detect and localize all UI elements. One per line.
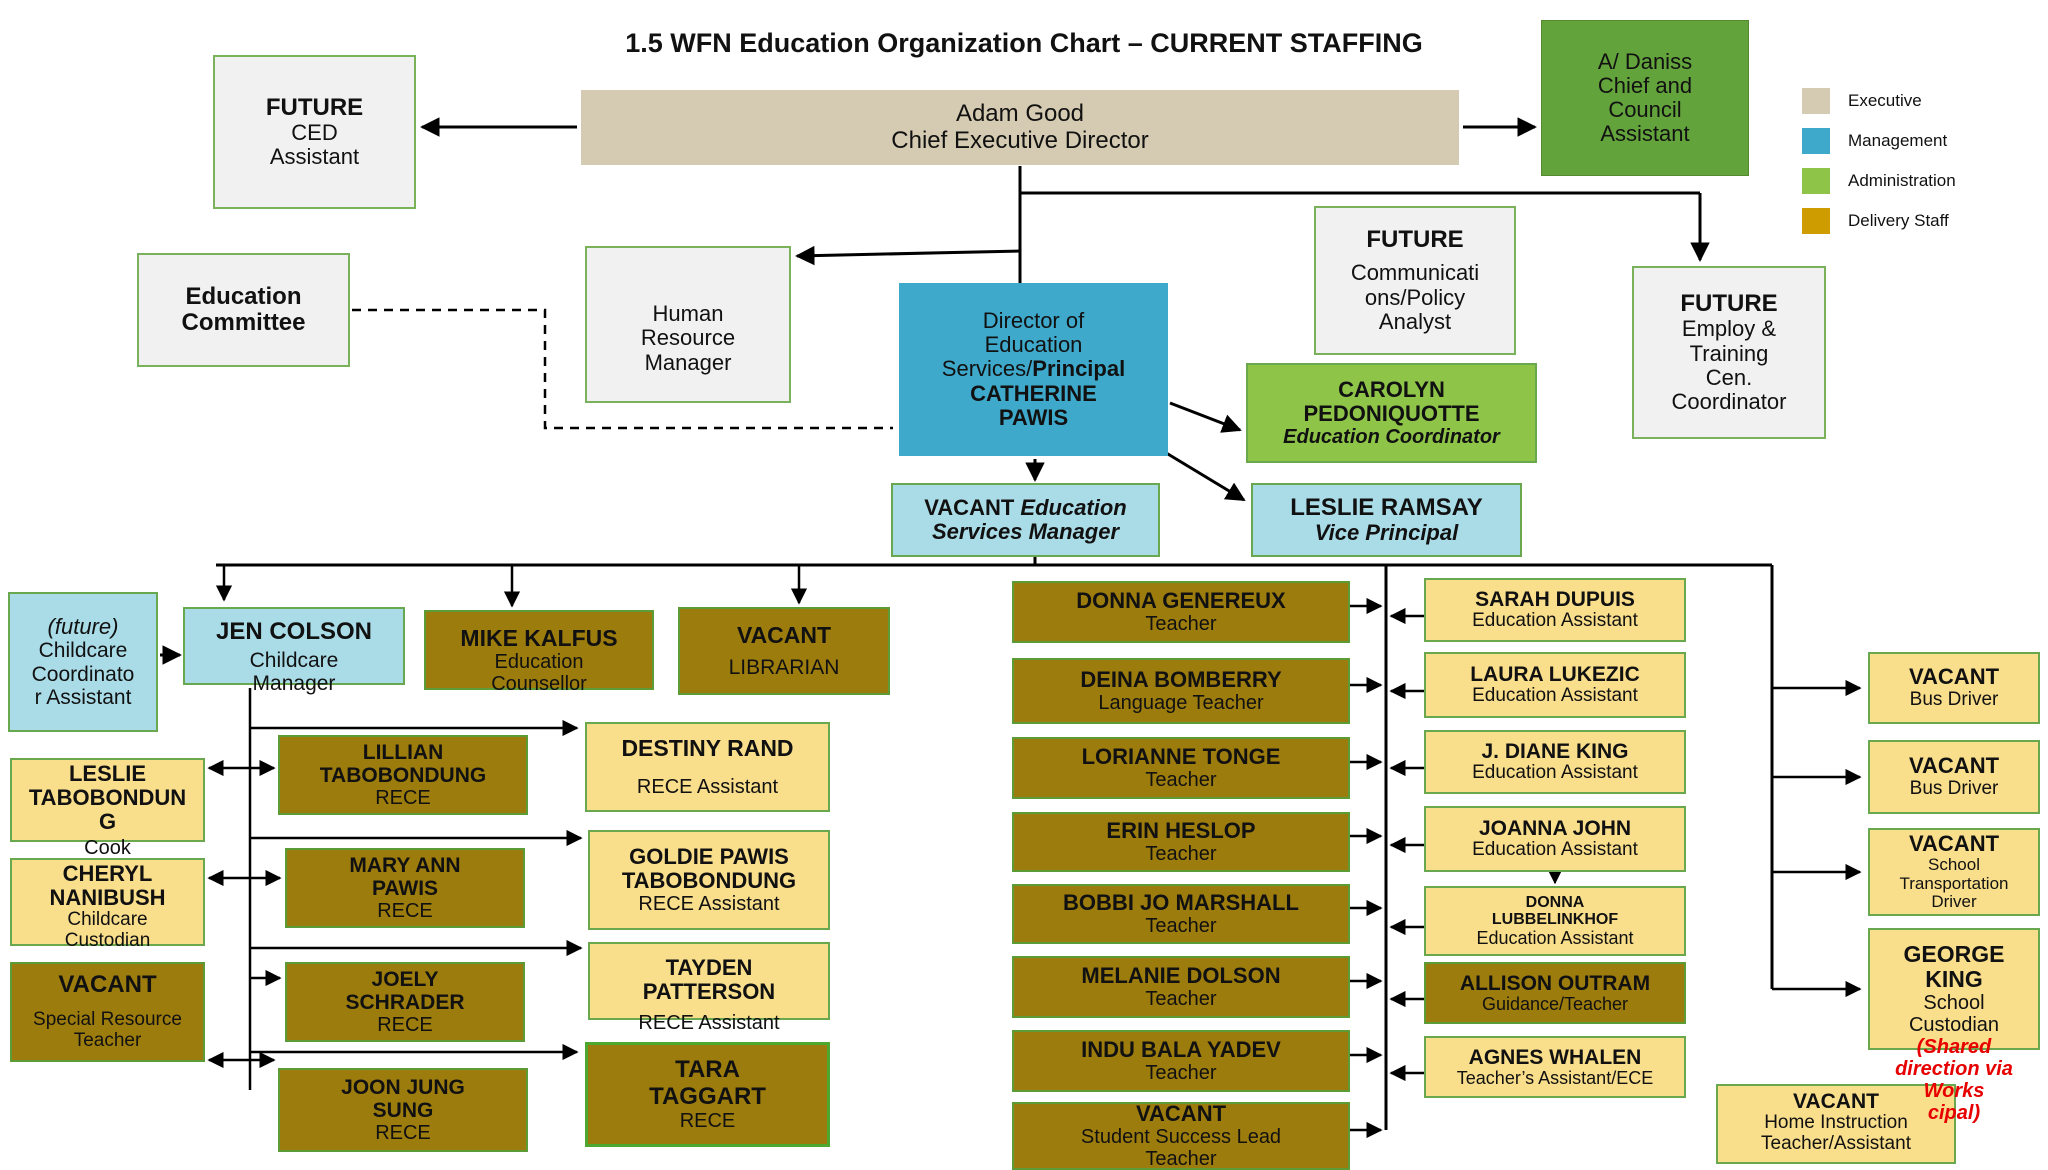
- legend-label: Delivery Staff: [1848, 211, 1949, 230]
- legend-label: Management: [1848, 131, 1948, 150]
- legend-swatch: [1802, 168, 1830, 194]
- legend-swatch: [1802, 88, 1830, 114]
- legend-item-administration: Administration: [1802, 168, 2048, 194]
- legend-item-management: Management: [1802, 128, 2048, 154]
- legend-label: Executive: [1848, 91, 1922, 110]
- legend-item-delivery-staff: Delivery Staff: [1802, 208, 2048, 234]
- chart-title: 1.5 WFN Education Organization Chart – C…: [625, 28, 1423, 58]
- legend-swatch: [1802, 128, 1830, 154]
- legend-swatch: [1802, 208, 1830, 234]
- legend-label: Administration: [1848, 171, 1956, 190]
- legend-item-executive: Executive: [1802, 88, 2048, 114]
